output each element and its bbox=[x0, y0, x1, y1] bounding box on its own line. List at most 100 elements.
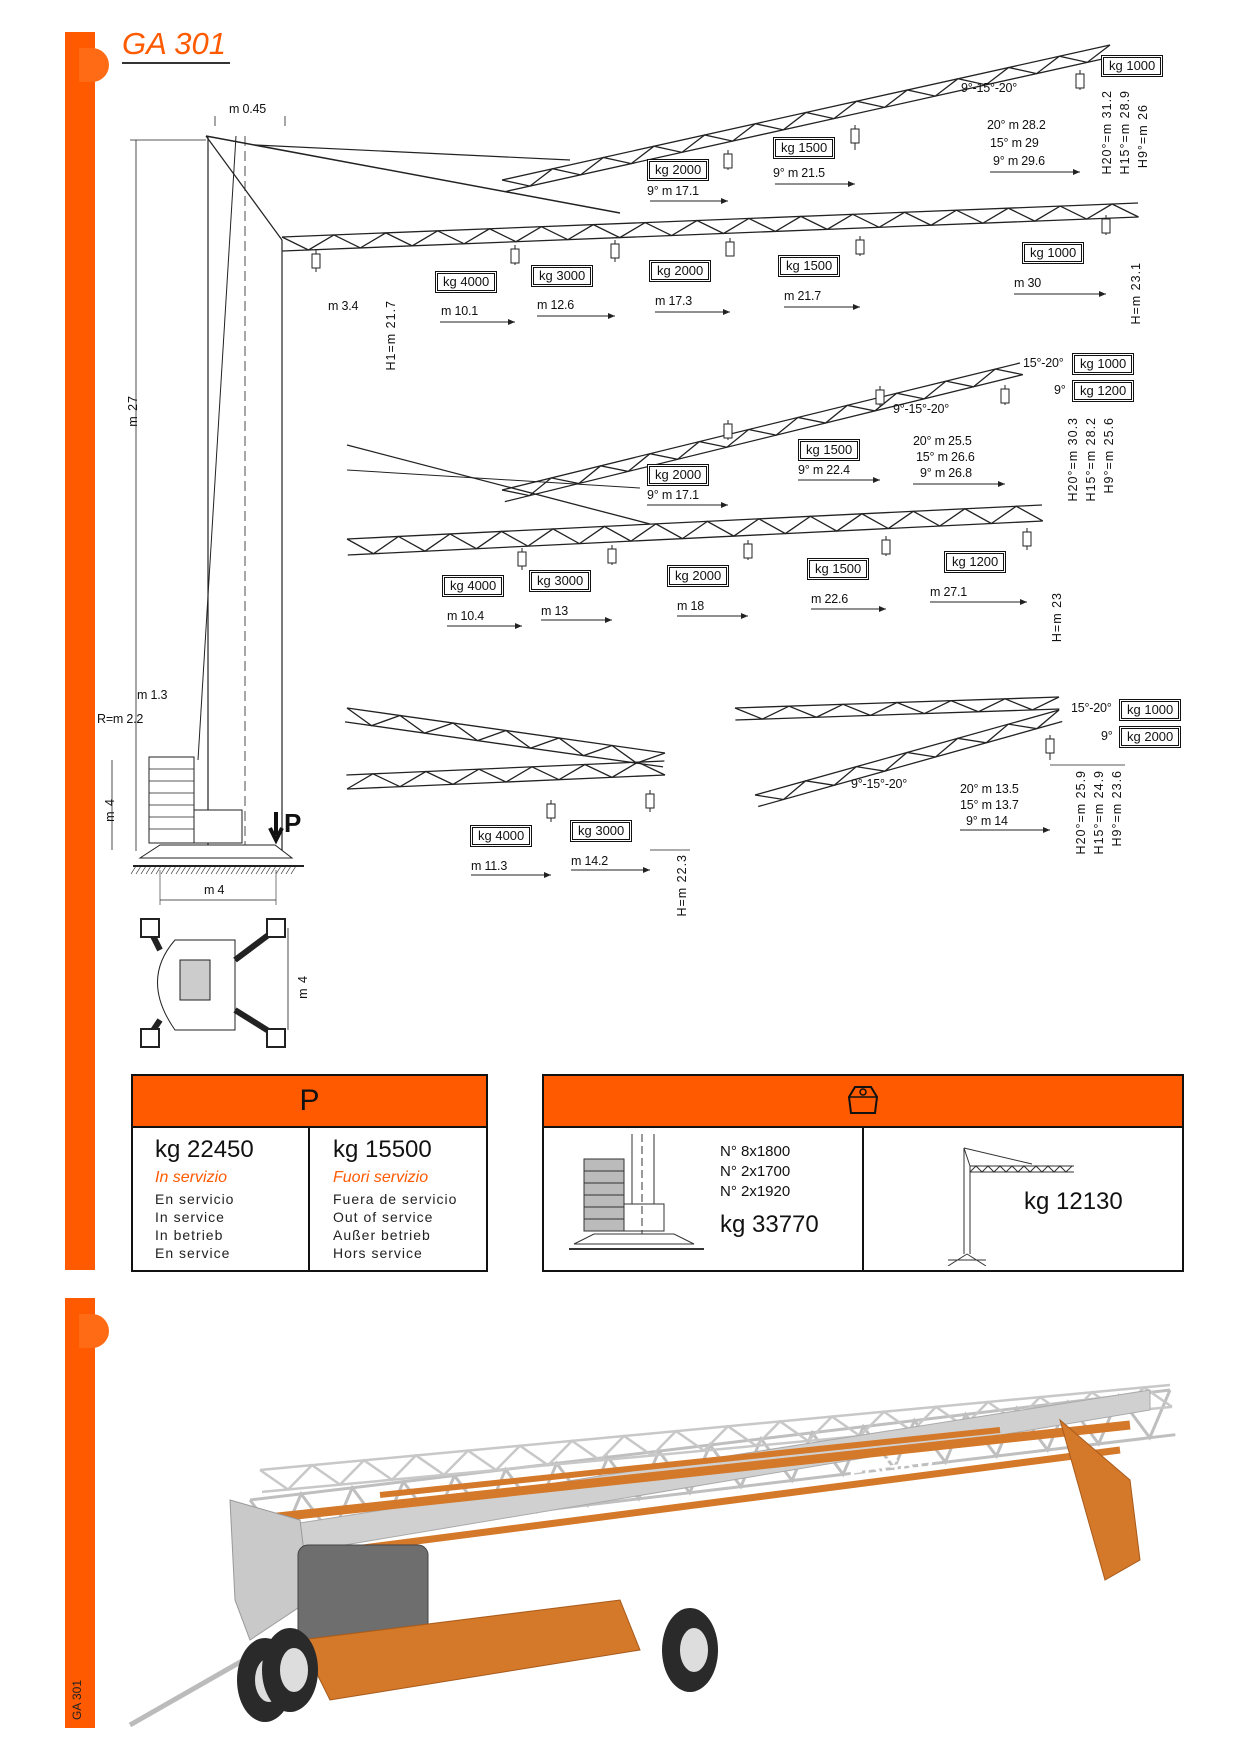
load-box: kg 3000 bbox=[531, 265, 594, 287]
drawing-line bbox=[135, 865, 142, 875]
drawing-line bbox=[205, 135, 621, 214]
ballast-table-header bbox=[544, 1076, 1182, 1128]
drawing-line bbox=[225, 865, 232, 875]
jib-chord bbox=[501, 362, 1021, 491]
lattice-jib bbox=[346, 504, 1044, 556]
drawing-line bbox=[255, 865, 262, 875]
arrow-icon bbox=[873, 477, 880, 483]
load-box: kg 4000 bbox=[442, 575, 505, 597]
load-box: kg 1000 bbox=[1119, 699, 1182, 721]
jib-diagonals bbox=[501, 368, 1023, 497]
jib-chord bbox=[504, 56, 1113, 193]
outrigger-pad bbox=[140, 918, 160, 938]
angle-label: 9° bbox=[1054, 383, 1066, 397]
radius-label: m 22.6 bbox=[811, 592, 849, 606]
jib-offset-label: m 3.4 bbox=[328, 299, 359, 313]
drawing-line bbox=[245, 865, 252, 875]
radius-label: 15° m 26.6 bbox=[916, 450, 975, 464]
drawing-line bbox=[240, 865, 247, 875]
weight-header-label: P bbox=[299, 1084, 320, 1117]
radius-label: 9° m 29.6 bbox=[993, 154, 1045, 168]
angle-label: 9°-15°-20° bbox=[961, 81, 1018, 95]
load-box: kg 1000 bbox=[1022, 242, 1085, 264]
drawing-line bbox=[205, 135, 283, 241]
drawing-line bbox=[275, 865, 282, 875]
load-box: kg 2000 bbox=[649, 260, 712, 282]
render-jib-head bbox=[1059, 1418, 1141, 1581]
radius-label: m 30 bbox=[1014, 276, 1041, 290]
radius-label: 20° m 25.5 bbox=[913, 434, 972, 448]
arrow-icon bbox=[741, 613, 748, 619]
outrigger-pad bbox=[266, 1028, 286, 1048]
hook-block-icon bbox=[1022, 531, 1032, 547]
page-title: GA 301 bbox=[122, 26, 230, 64]
hook-block-icon bbox=[1000, 388, 1010, 404]
translation: Außer betrieb bbox=[333, 1227, 431, 1243]
chassis-base bbox=[138, 844, 294, 859]
load-box: kg 2000 bbox=[647, 464, 710, 486]
jib-diagonals bbox=[754, 709, 1060, 801]
jib-chord bbox=[347, 520, 1043, 556]
translation: In betrieb bbox=[155, 1227, 224, 1243]
render-orange-tube bbox=[249, 1420, 1131, 1525]
hook-block-icon bbox=[610, 243, 620, 259]
render-frame bbox=[229, 1499, 311, 1641]
radius-label: m 14.2 bbox=[571, 854, 609, 868]
slewing-unit bbox=[193, 809, 243, 844]
drawing-line bbox=[197, 135, 237, 761]
render-wheel-hub bbox=[680, 1628, 708, 1672]
drawing-line bbox=[190, 865, 197, 875]
angle-label: 15°-20° bbox=[1071, 701, 1112, 715]
drawing-line bbox=[280, 865, 287, 875]
radius-label: m 12.6 bbox=[537, 298, 575, 312]
jib-chord bbox=[346, 504, 1043, 540]
angle-label: 9°-15°-20° bbox=[851, 777, 908, 791]
out-service-weight: kg 15500 bbox=[333, 1136, 432, 1163]
arrow-icon bbox=[853, 304, 860, 310]
drawing-line bbox=[250, 865, 257, 875]
radius-label: 20° m 13.5 bbox=[960, 782, 1019, 796]
arrow-icon bbox=[605, 617, 612, 623]
radius-label: 9° m 21.5 bbox=[773, 166, 825, 180]
arrow-icon bbox=[1020, 599, 1027, 605]
drawing-line bbox=[165, 865, 172, 875]
render-orange-tube bbox=[379, 1427, 1001, 1498]
load-box: kg 1000 bbox=[1101, 55, 1164, 77]
load-box: kg 1200 bbox=[1072, 380, 1135, 402]
drawing-line bbox=[160, 865, 167, 875]
ballast-block: N° 2x1920 bbox=[720, 1183, 791, 1200]
plan-view-motor bbox=[179, 959, 211, 1001]
hook-block-icon bbox=[1045, 738, 1055, 754]
translation: Hors service bbox=[333, 1245, 423, 1261]
load-box: kg 2000 bbox=[647, 159, 710, 181]
out-service-label: Fuori servizio bbox=[333, 1169, 429, 1186]
drawing-line bbox=[254, 144, 571, 161]
radius-label: m 1.3 bbox=[137, 688, 168, 702]
translation: In service bbox=[155, 1209, 225, 1225]
drawing-line bbox=[205, 135, 256, 146]
drawing-line bbox=[200, 865, 207, 875]
drawing-line bbox=[235, 865, 242, 875]
jib-diagonals bbox=[346, 761, 666, 790]
hook-block-icon bbox=[510, 248, 520, 264]
jib-diagonals bbox=[501, 44, 1111, 187]
hook-block-icon bbox=[743, 543, 753, 559]
drawing-line bbox=[130, 865, 137, 875]
translation: Out of service bbox=[333, 1209, 434, 1225]
arrow-icon bbox=[848, 181, 855, 187]
translation: En service bbox=[155, 1245, 231, 1261]
translation: Fuera de servicio bbox=[333, 1191, 458, 1207]
load-box: kg 1200 bbox=[944, 551, 1007, 573]
hook-block-icon bbox=[850, 128, 860, 144]
ballast-block: N° 8x1800 bbox=[720, 1143, 791, 1160]
arrow-icon bbox=[1043, 827, 1050, 833]
jib-chord bbox=[259, 1383, 1171, 1472]
arrow-icon bbox=[515, 623, 522, 629]
render-orange-tube bbox=[269, 1446, 1121, 1564]
drawing-line bbox=[346, 469, 641, 489]
load-box: kg 1500 bbox=[807, 558, 870, 580]
ballast-total: kg 33770 bbox=[720, 1211, 819, 1238]
radius-label: m 27.1 bbox=[930, 585, 968, 599]
hook-block-icon bbox=[1101, 218, 1111, 234]
